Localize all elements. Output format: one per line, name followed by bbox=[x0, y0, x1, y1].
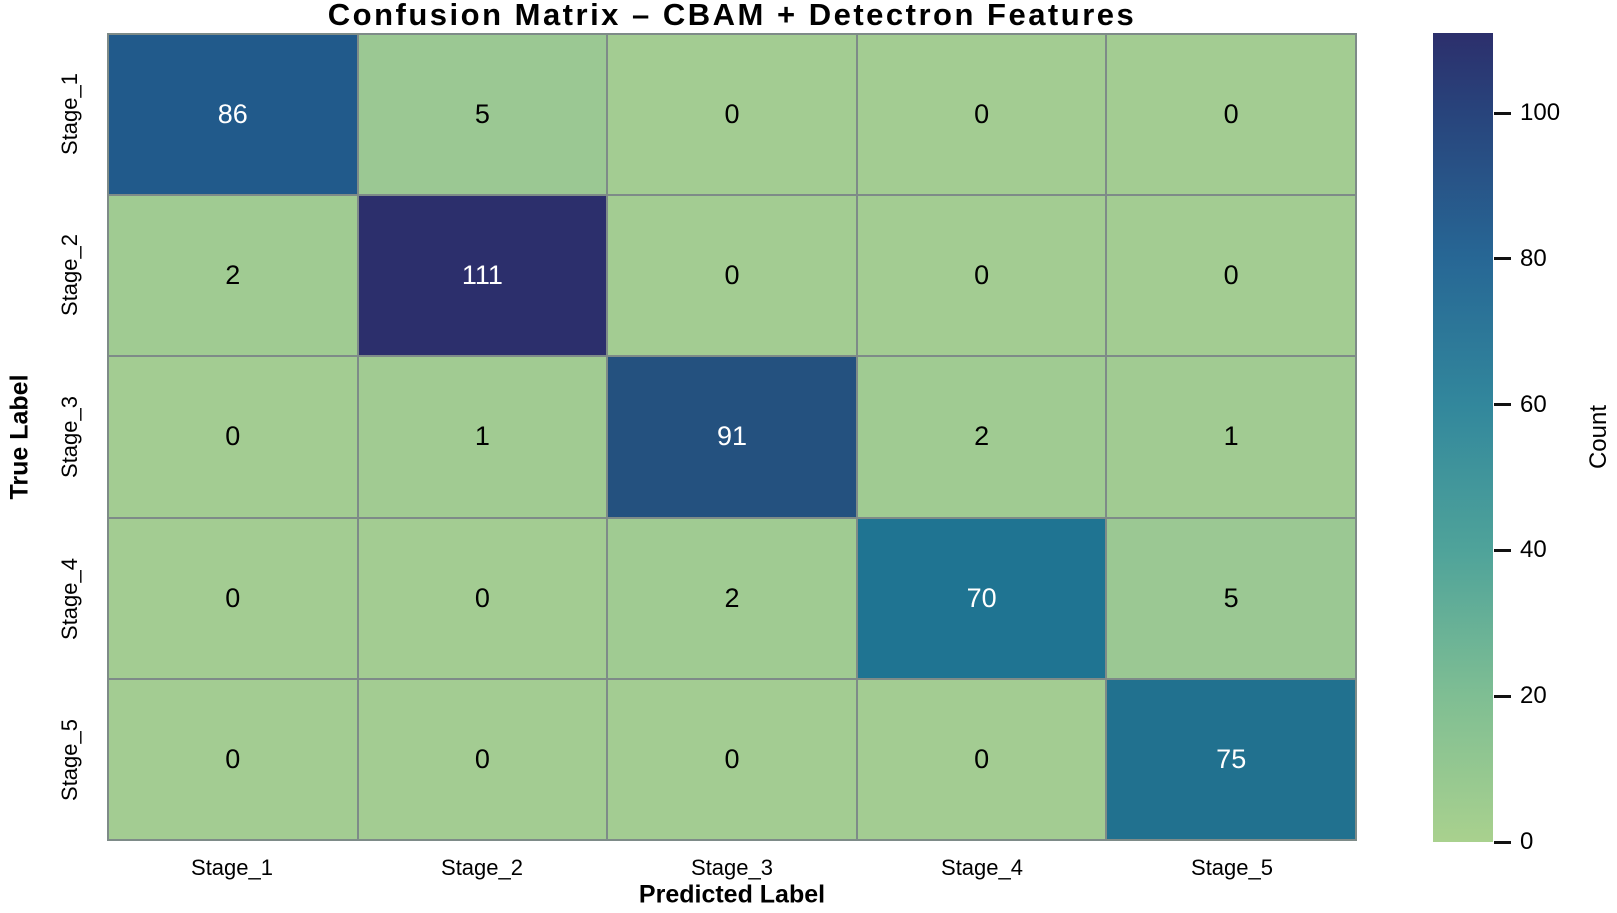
matrix-cell: 5 bbox=[358, 35, 607, 195]
x-tick-label: Stage_2 bbox=[441, 855, 523, 880]
colorbar-tick-mark bbox=[1494, 257, 1511, 261]
matrix-cell: 0 bbox=[358, 518, 607, 678]
y-tick-label: Stage_1 bbox=[57, 72, 82, 155]
colorbar-tick-label: 60 bbox=[1520, 390, 1547, 418]
colorbar-tick-label: 40 bbox=[1520, 536, 1547, 564]
colorbar-tick-label: 100 bbox=[1520, 99, 1561, 127]
matrix-cell: 0 bbox=[857, 35, 1106, 195]
chart-title: Confusion Matrix – CBAM + Detectron Feat… bbox=[327, 0, 1137, 32]
y-tick-label: Stage_5 bbox=[57, 719, 82, 802]
x-tick-label: Stage_4 bbox=[941, 855, 1023, 880]
y-tick-label: Stage_2 bbox=[57, 234, 82, 317]
colorbar-tick-mark bbox=[1494, 840, 1511, 844]
matrix-cell: 0 bbox=[608, 196, 856, 356]
x-axis-label: Predicted Label bbox=[638, 880, 826, 909]
matrix-cell: 91 bbox=[608, 357, 856, 517]
matrix-cell: 2 bbox=[857, 357, 1106, 517]
colorbar-tick-label: 0 bbox=[1520, 828, 1534, 855]
matrix-cell: 0 bbox=[608, 35, 856, 195]
matrix-cell: 0 bbox=[1107, 35, 1355, 195]
matrix-cell: 111 bbox=[358, 196, 607, 356]
x-tick-label: Stage_5 bbox=[1191, 855, 1273, 880]
colorbar-tick-label: 80 bbox=[1520, 244, 1547, 272]
matrix-cell: 0 bbox=[1107, 196, 1355, 356]
colorbar bbox=[1433, 33, 1493, 842]
x-tick-label: Stage_3 bbox=[691, 855, 773, 880]
colorbar-tick-mark bbox=[1494, 111, 1511, 115]
matrix-cell: 0 bbox=[109, 679, 357, 839]
matrix-cell: 0 bbox=[109, 518, 357, 678]
colorbar-tick-mark bbox=[1494, 694, 1511, 698]
matrix-cell: 0 bbox=[358, 679, 607, 839]
matrix-cell: 2 bbox=[608, 518, 856, 678]
matrix-cell: 5 bbox=[1107, 518, 1355, 678]
matrix-cell: 2 bbox=[109, 196, 357, 356]
colorbar-tick-label: 20 bbox=[1520, 682, 1547, 710]
matrix-cell: 0 bbox=[857, 196, 1106, 356]
y-tick-label: Stage_4 bbox=[57, 557, 82, 640]
matrix-cell: 70 bbox=[857, 518, 1106, 678]
matrix-cell: 0 bbox=[109, 357, 357, 517]
y-axis-label: True Label bbox=[5, 374, 34, 500]
colorbar-tick-mark bbox=[1494, 403, 1511, 407]
y-tick-label: Stage_3 bbox=[57, 396, 82, 478]
matrix-cell: 86 bbox=[109, 35, 357, 195]
matrix-cell: 75 bbox=[1107, 679, 1355, 839]
matrix-cell: 1 bbox=[358, 357, 607, 517]
x-tick-label: Stage_1 bbox=[191, 855, 273, 880]
colorbar-label: Count bbox=[1585, 404, 1612, 470]
matrix-cell: 0 bbox=[608, 679, 856, 839]
matrix-cell: 0 bbox=[857, 679, 1106, 839]
matrix-cell: 1 bbox=[1107, 357, 1355, 517]
colorbar-tick-mark bbox=[1494, 548, 1511, 552]
